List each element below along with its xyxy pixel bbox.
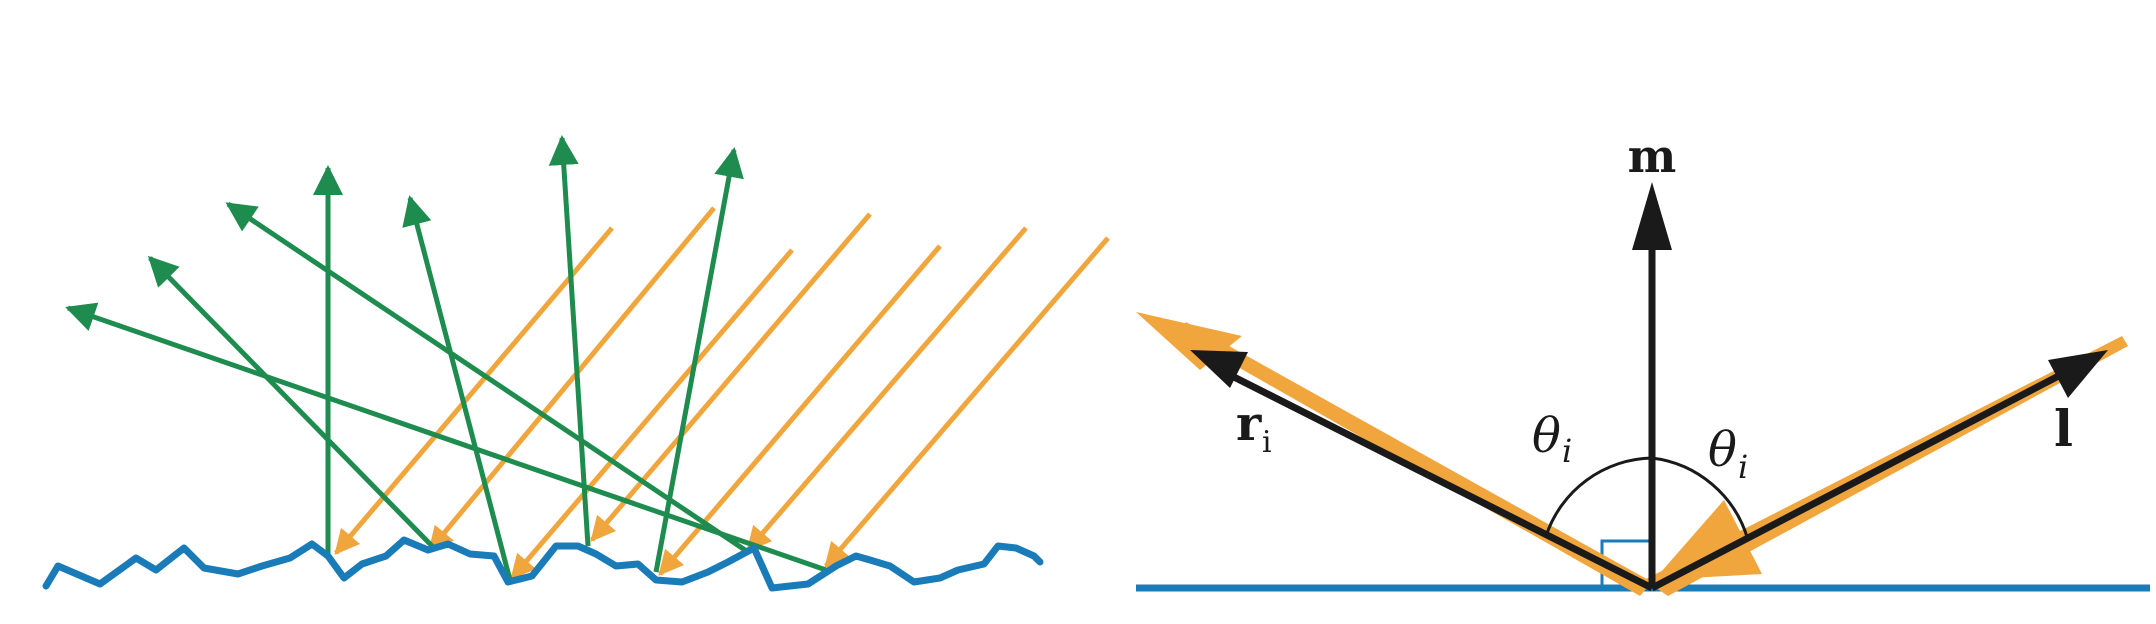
angle-label-right-subscript: i xyxy=(1738,448,1748,486)
normal-vector xyxy=(1632,182,1672,588)
right-panel: m r i l θ i θ i xyxy=(1136,129,2150,596)
incoming-ray xyxy=(590,212,872,542)
rough-surface xyxy=(42,536,1044,592)
incoming-ray xyxy=(658,244,942,576)
reflected-light-rays xyxy=(65,135,827,581)
light-bands xyxy=(1136,312,2128,596)
angle-arc-right xyxy=(1651,456,1750,541)
reflected-label-subscript: i xyxy=(1262,425,1272,460)
angle-label-left: θ xyxy=(1532,408,1561,464)
reflected-ray xyxy=(402,195,513,581)
left-panel xyxy=(42,135,1110,592)
reflected-ray xyxy=(225,201,750,555)
reflected-ray xyxy=(65,302,827,573)
incoming-ray xyxy=(428,206,716,552)
incident-band-wedge xyxy=(1654,500,1762,580)
incoming-ray xyxy=(746,226,1028,552)
light-label: l xyxy=(2054,399,2073,458)
angle-arc-left xyxy=(1544,456,1653,537)
reflected-vector-arrowhead xyxy=(1190,350,1248,388)
normal-vector-arrowhead xyxy=(1632,182,1672,250)
incoming-ray xyxy=(334,226,614,555)
reflected-ray xyxy=(147,255,436,550)
incoming-light-rays xyxy=(334,206,1110,580)
reflected-label: r xyxy=(1236,396,1262,452)
reflected-ray xyxy=(653,147,744,573)
light-vector xyxy=(1650,350,2108,592)
incoming-ray xyxy=(510,248,794,580)
reflected-vector xyxy=(1190,350,1654,592)
reflected-ray xyxy=(548,135,591,547)
incoming-ray xyxy=(824,236,1110,568)
angle-label-right: θ xyxy=(1708,422,1737,478)
normal-label: m xyxy=(1628,129,1677,183)
angle-label-left-subscript: i xyxy=(1562,432,1572,470)
light-vector-arrowhead xyxy=(2048,350,2108,398)
